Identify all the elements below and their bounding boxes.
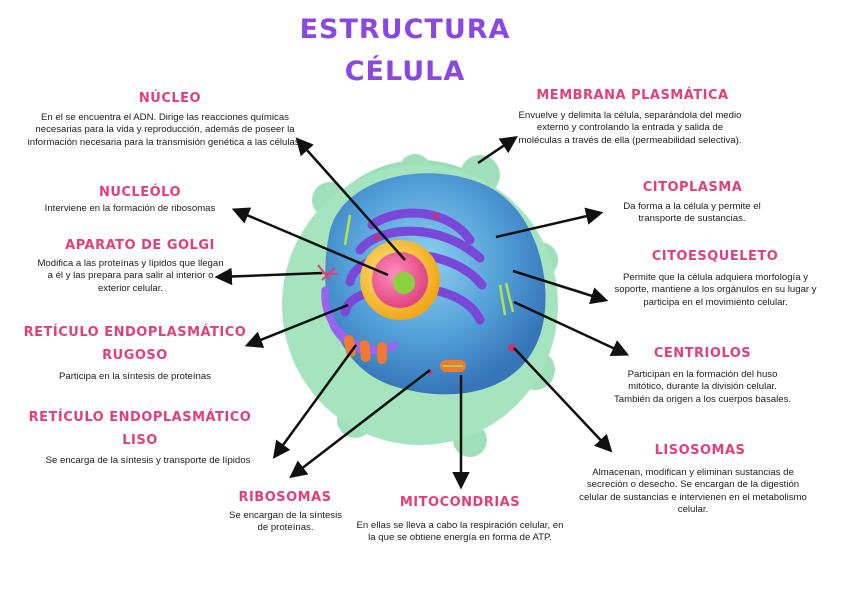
page-subtitle: CÉLULA [344,56,466,87]
label-golgi: APARATO DE GOLGI [65,238,215,253]
desc-rer: Participa en la síntesis de proteínas [59,371,211,382]
label-centriolos: CENTRIOLOS [653,346,752,361]
label-rer-line1: RETÍCULO ENDOPLASMÁTICO [23,325,247,340]
page-title: ESTRUCTURA [299,14,511,45]
desc-rel: Se encarga de la síntesis y transporte d… [45,455,251,466]
desc-membrana: Envuelve y delimita la célula, separándo… [518,110,742,146]
label-rel-line2: LISO [122,433,158,448]
nucleolus [393,272,415,294]
label-mitocondrias: MITOCONDRIAS [399,495,521,510]
desc-nucleo: En el se encuentra el ADN. Dirige las re… [27,112,303,148]
desc-lisosomas: Almacenan, modifican y eliminan sustanci… [579,467,807,516]
desc-golgi: Modifica a las proteínas y lípidos que l… [37,258,224,294]
label-rer-line2: RUGOSO [102,348,168,363]
ribosomes [374,213,516,375]
desc-citoplasma: Da forma a la célula y permite el transp… [623,201,761,225]
mitochondria [343,335,466,372]
label-citoplasma: CITOPLASMA [642,180,743,195]
desc-ribosomas: Se encargan de la síntesis de proteínas. [228,510,343,534]
nucleus [360,240,440,320]
label-rel-line1: RETÍCULO ENDOPLASMÁTICO [28,410,252,425]
desc-mitocondrias: En ellas se lleva a cabo la respiración … [356,520,564,544]
desc-nucleolo: Interviene en la formación de ribosomas [44,203,216,214]
label-ribosomas: RIBOSOMAS [238,490,332,505]
cytoskeleton [343,214,515,316]
label-nucleo: NÚCLEO [138,91,202,106]
desc-citoesqueleto: Permite que la célula adquiera morfologí… [614,272,817,308]
label-citoesqueleto: CITOESQUELETO [651,249,779,264]
desc-centriolos: Participan en la formación del huso mitó… [613,369,792,405]
label-nucleolo: NUCLEÓLO [98,185,182,200]
label-lisosomas: LISOSOMAS [654,443,746,458]
label-membrana: MEMBRANA PLASMÁTICA [536,88,729,103]
pointer-arrows [214,136,630,490]
